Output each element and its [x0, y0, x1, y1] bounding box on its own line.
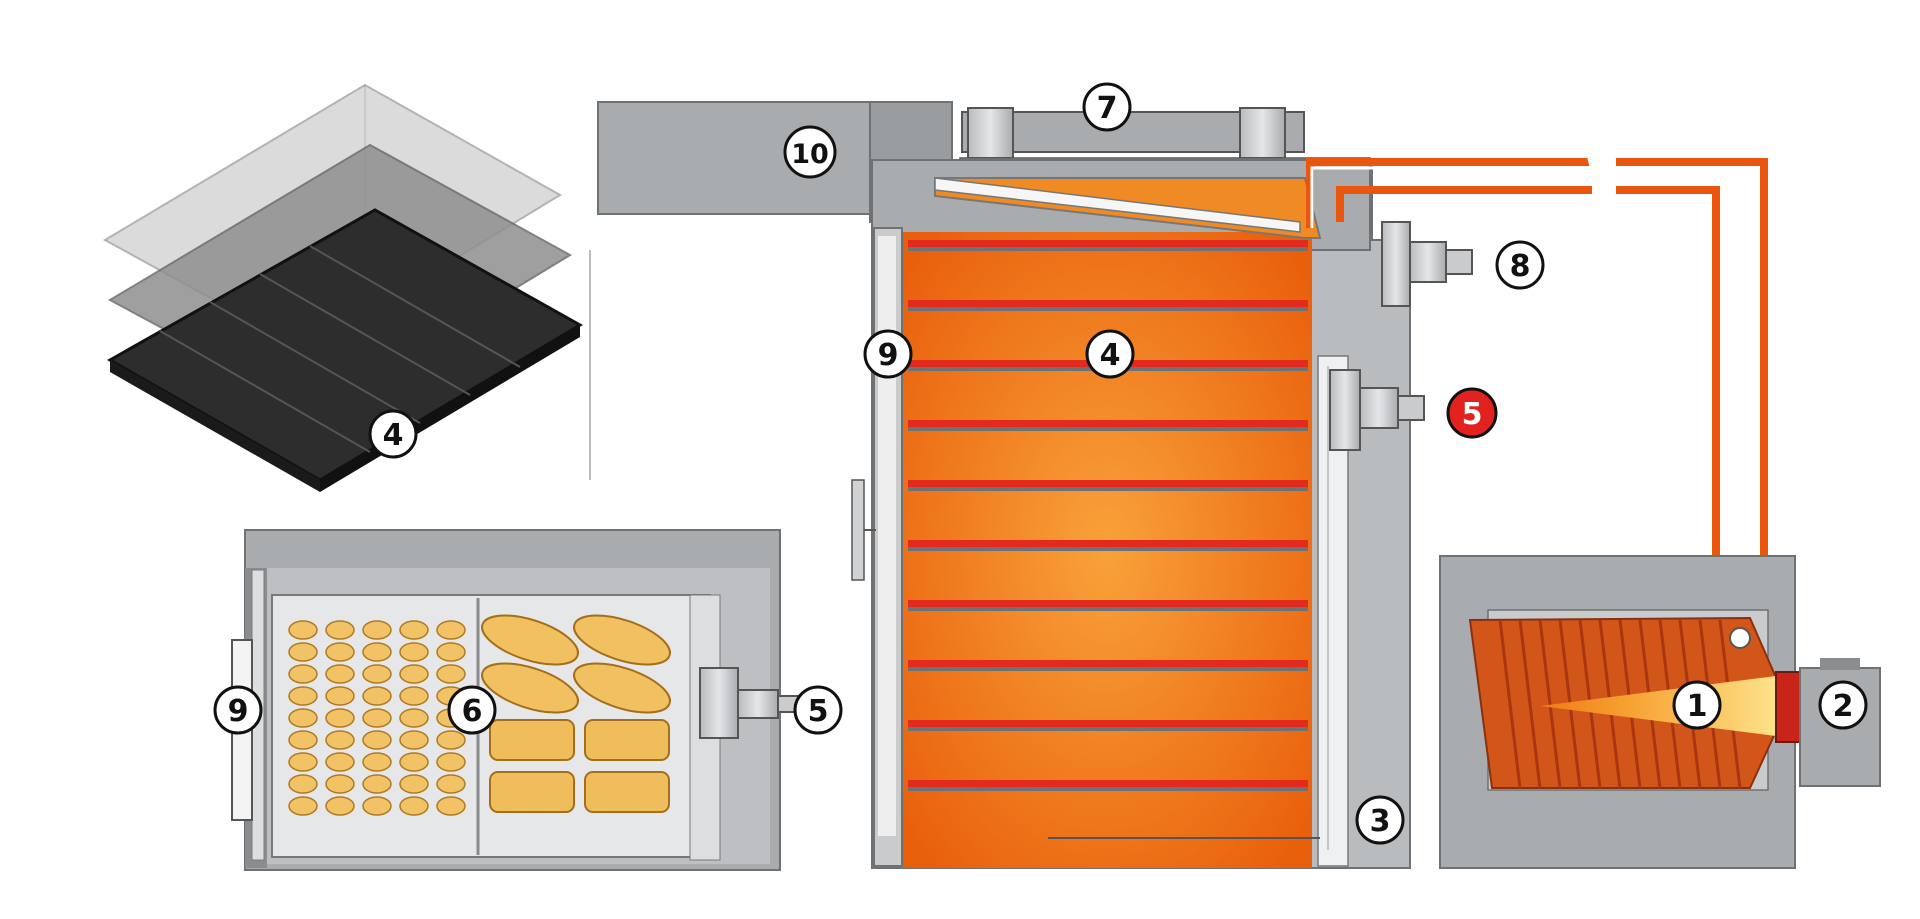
main-oven	[851, 159, 1473, 869]
svg-text:10: 10	[791, 139, 829, 170]
svg-text:1: 1	[1687, 689, 1708, 724]
svg-text:9: 9	[878, 338, 899, 373]
label-burner-motor: 2	[1818, 680, 1868, 730]
label-drive-motor-main: 5	[1446, 387, 1498, 439]
svg-text:5: 5	[808, 694, 829, 729]
label-door-lower: 9	[213, 685, 263, 735]
tray-stack-inset	[102, 83, 591, 492]
svg-text:3: 3	[1370, 804, 1391, 839]
rolls-grid	[288, 620, 466, 816]
label-upper-motor: 8	[1495, 240, 1545, 290]
label-drive-motor-lower: 5	[793, 685, 843, 735]
door-handle-main	[851, 479, 865, 581]
svg-text:9: 9	[228, 694, 249, 729]
svg-text:4: 4	[1100, 338, 1121, 373]
svg-text:8: 8	[1510, 249, 1531, 284]
label-burner: 1	[1672, 680, 1722, 730]
svg-text:6: 6	[462, 694, 483, 729]
label-trays-main: 4	[1085, 329, 1135, 379]
label-door-main: 9	[863, 329, 913, 379]
loaves	[489, 719, 670, 813]
burner-unit	[1439, 555, 1881, 869]
label-top-fan: 7	[1082, 82, 1132, 132]
baguettes	[481, 614, 671, 714]
label-trays-inset: 4	[368, 409, 418, 459]
label-oven-body: 3	[1355, 795, 1405, 845]
svg-text:4: 4	[383, 418, 404, 453]
svg-text:5: 5	[1462, 397, 1483, 432]
hot-pipes	[1306, 146, 1768, 612]
label-steam-box: 10	[783, 125, 837, 179]
svg-text:7: 7	[1097, 91, 1118, 126]
oven-top-view	[231, 529, 799, 871]
svg-text:2: 2	[1833, 689, 1854, 724]
label-product-tray: 6	[447, 685, 497, 735]
